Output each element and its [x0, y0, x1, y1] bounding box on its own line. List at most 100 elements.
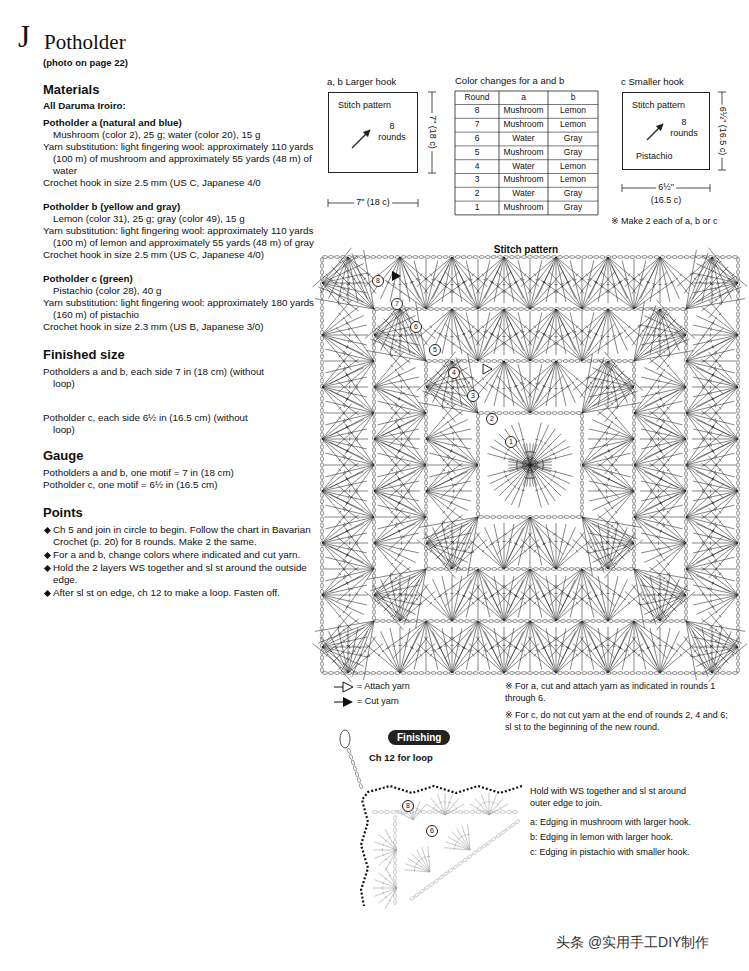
chain-stitch — [737, 625, 740, 630]
stitch — [407, 440, 410, 442]
stitch — [611, 369, 613, 372]
chain-stitch — [321, 270, 324, 275]
chain-stitch — [552, 516, 557, 519]
stitch — [505, 465, 530, 501]
stitch — [429, 465, 478, 477]
stitch — [397, 424, 426, 465]
chain-stitch — [630, 672, 635, 675]
stitch — [437, 569, 478, 598]
chain-stitch — [737, 583, 740, 588]
chain-stitch — [477, 444, 480, 449]
stitch — [582, 259, 583, 309]
chain-stitch — [425, 445, 428, 450]
chain-stitch — [321, 390, 324, 395]
stitch — [615, 417, 617, 419]
chain-stitch — [477, 493, 480, 498]
stitch — [452, 379, 454, 382]
stitch — [593, 621, 634, 650]
chain-stitch — [321, 577, 324, 582]
chain-stitch — [581, 511, 584, 516]
stitch — [524, 326, 526, 328]
chain-stitch — [425, 457, 428, 462]
chain-stitch — [566, 308, 571, 311]
chain-stitch — [737, 336, 740, 341]
stitch — [520, 546, 523, 548]
stitch — [426, 439, 462, 467]
stitch — [504, 361, 505, 407]
chain-stitch — [425, 558, 428, 563]
stitch — [598, 359, 634, 387]
stitch — [551, 449, 553, 452]
chain-stitch — [678, 672, 683, 675]
stitch — [504, 470, 506, 473]
stitch — [652, 330, 655, 332]
chain-stitch — [737, 577, 740, 582]
stitch — [530, 465, 551, 472]
stitch — [686, 361, 715, 402]
stitch — [554, 290, 556, 293]
chain-stitch — [737, 432, 740, 437]
stitch — [439, 543, 442, 544]
stitch — [452, 431, 454, 434]
stitch — [384, 319, 426, 361]
stitch — [538, 546, 541, 548]
chain-stitch — [377, 672, 382, 675]
stitch — [609, 637, 611, 640]
stitch — [535, 439, 538, 441]
stitch — [422, 391, 478, 413]
stitch — [556, 309, 566, 354]
stitch — [606, 541, 607, 544]
chain-stitch — [737, 619, 740, 624]
chain-stitch — [365, 672, 370, 675]
stitch — [434, 330, 437, 332]
stitch — [556, 527, 575, 569]
stitch — [456, 335, 459, 337]
stitch — [576, 326, 578, 328]
chain-stitch — [546, 516, 551, 519]
chain-stitch — [633, 498, 636, 503]
stitch — [452, 533, 480, 569]
stitch — [608, 553, 609, 556]
chain-stitch — [401, 256, 406, 259]
stitch — [486, 546, 489, 548]
chain-stitch — [479, 256, 484, 259]
stitch — [514, 543, 517, 544]
chain-stitch — [548, 620, 553, 623]
stitch — [598, 463, 634, 491]
chain-stitch — [373, 525, 376, 530]
chain-stitch — [321, 318, 324, 323]
stitch — [404, 305, 426, 361]
chain-stitch — [563, 568, 568, 571]
chain-stitch — [581, 505, 584, 510]
stitch — [537, 309, 556, 351]
chain-stitch — [431, 256, 436, 259]
chain-stitch — [373, 429, 376, 434]
stitch — [554, 336, 557, 337]
stitch — [606, 637, 608, 640]
chain-stitch — [581, 420, 584, 425]
stitch — [482, 550, 484, 552]
stitch — [410, 333, 413, 334]
chain-stitch — [425, 433, 428, 438]
chain-stitch — [432, 568, 437, 571]
stitch — [442, 524, 452, 569]
stitch — [546, 524, 556, 569]
chain-stitch — [648, 672, 653, 675]
stitch — [443, 563, 445, 565]
chain-stitch — [321, 462, 324, 467]
chain-stitch — [633, 474, 636, 479]
chain-stitch — [410, 308, 415, 311]
chain-stitch — [654, 256, 659, 259]
chain-stitch — [685, 429, 688, 434]
chain-stitch — [491, 256, 496, 259]
chain-stitch — [498, 360, 503, 363]
stitch — [452, 523, 453, 569]
chain-stitch — [685, 363, 688, 368]
chain-stitch — [533, 360, 538, 363]
stitch — [352, 253, 374, 309]
chain-stitch — [516, 568, 521, 571]
chain-stitch — [477, 511, 480, 516]
stitch — [615, 365, 617, 367]
stitch — [378, 326, 380, 328]
chain-stitch — [633, 361, 636, 366]
